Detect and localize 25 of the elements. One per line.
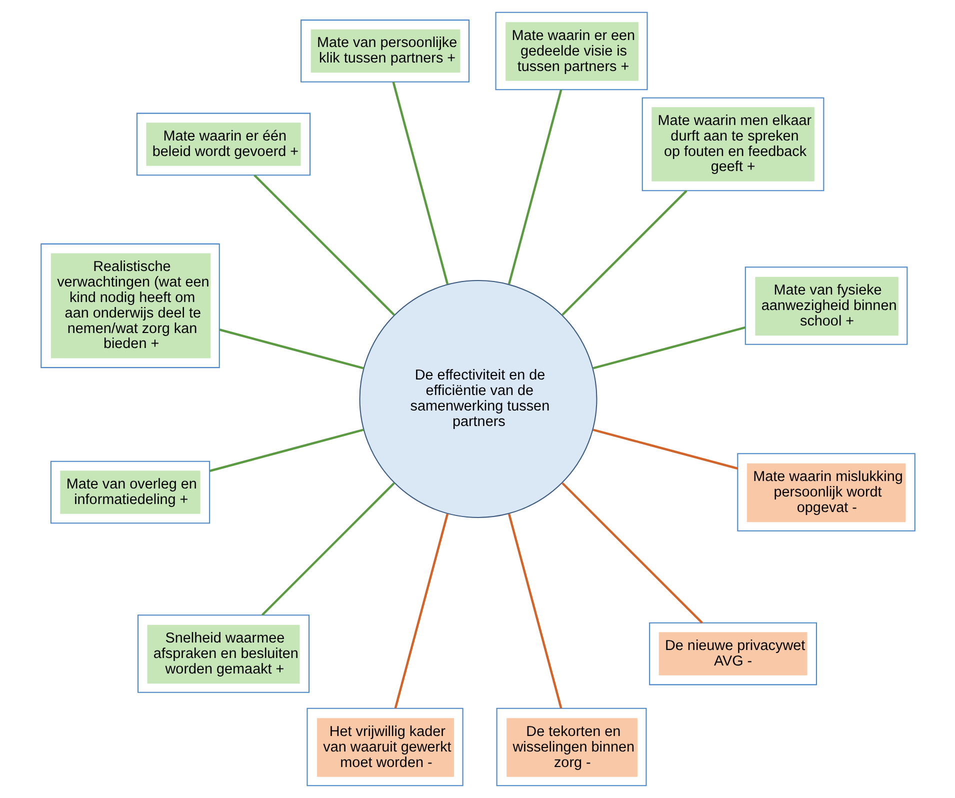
connector bbox=[208, 428, 364, 472]
node-box: De nieuwe privacywet AVG - bbox=[648, 622, 816, 686]
connector bbox=[561, 190, 687, 316]
connector bbox=[507, 90, 562, 284]
node-box: Mate waarin men elkaar durft aan te spreken op fouten en feedback geeft + bbox=[641, 97, 824, 192]
connector bbox=[592, 428, 738, 470]
connector bbox=[507, 514, 562, 708]
connector bbox=[561, 482, 702, 624]
node-box: Snelheid waarmee afspraken en besluiten worden gemaakt + bbox=[136, 614, 310, 693]
node-box: De tekorten en wisselingen binnen zorg - bbox=[496, 708, 646, 786]
node-box: Mate waarin mislukking persoonlijk wordt opgevat - bbox=[736, 453, 915, 532]
node-box: Realistische verwachtingen (wat een kind nodig heeft om aan onderwijs deel te nemen/wat zorg kan bieden + bbox=[40, 243, 220, 368]
connector bbox=[392, 82, 448, 284]
node-box: Mate van overleg en informatiedeling + bbox=[50, 460, 210, 524]
node-box: Mate van fysieke aanwezigheid binnen school + bbox=[744, 266, 908, 345]
node-box: Mate waarin er één beleid wordt gevoerd + bbox=[136, 112, 310, 176]
connector bbox=[592, 326, 746, 370]
connector bbox=[253, 174, 394, 316]
node-box: Mate van persoonlijke klik tussen partners + bbox=[300, 20, 469, 82]
connector bbox=[218, 328, 364, 370]
node-box: Het vrijwillig kader van waaruit gewerkt moet worden - bbox=[306, 708, 463, 786]
node-circle: De effectiviteit en de efficiëntie van de samenwerking tussen partners bbox=[358, 280, 597, 518]
connector bbox=[394, 514, 448, 708]
node-box: Mate waarin er een gedeelde visie is tussen partners + bbox=[494, 12, 648, 90]
connector bbox=[260, 482, 394, 616]
